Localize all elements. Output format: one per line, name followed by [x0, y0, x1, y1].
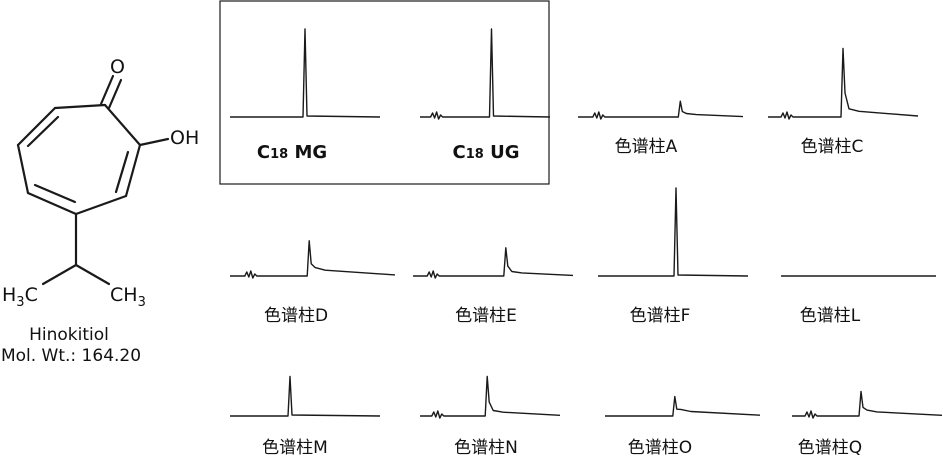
carbonyl-bond-outer [99, 74, 115, 106]
ring-bond-c1-c2 [103, 103, 142, 147]
chromatogram-label-e: 色谱柱E [455, 306, 517, 326]
chromatogram-trace-f [598, 187, 749, 277]
chromatogram-trace-o [605, 395, 761, 417]
carbonyl-bond-inner [107, 78, 123, 110]
chromatogram-e: 色谱柱E [413, 247, 574, 326]
chromatogram-trace-m [230, 375, 381, 417]
chromatogram-label-ug: C18 UG [453, 142, 520, 163]
ring-bond-c7-c1 [53, 103, 107, 110]
chromatogram-q: 色谱柱Q [792, 390, 943, 458]
chromatogram-trace-mg [230, 28, 381, 118]
ring-bond-c6-c7 [16, 106, 57, 147]
chromatogram-label-o: 色谱柱O [628, 438, 692, 458]
methyl-right-label: CH3 [110, 284, 146, 310]
ring-bond-c4-c5 [26, 191, 78, 216]
chromatogram-a: 色谱柱A [578, 100, 744, 157]
molecular-weight: Mol. Wt.: 164.20 [1, 346, 141, 366]
chromatogram-trace-q [792, 390, 943, 419]
chromatogram-mg: C18 MG [230, 28, 381, 163]
ring-bond-c5-c6 [16, 143, 30, 195]
chromatogram-grid: C18 MG C18 UG 色谱柱A 色谱柱C 色谱柱D 色谱柱E 色谱柱F 色谱柱L 色谱柱M… [230, 28, 943, 458]
chromatogram-label-l: 色谱柱L [800, 306, 861, 326]
chromatogram-o: 色谱柱O [605, 395, 761, 458]
chromatogram-d: 色谱柱D [230, 240, 396, 326]
ring-bond-c2-c3 [124, 143, 142, 198]
chromatogram-trace-c [768, 47, 919, 120]
isopropyl-left-bond [41, 263, 78, 286]
methyl-left-label: H3C [2, 284, 38, 310]
hinokitiol-structure: O OH H3C CH3 Hinokitiol Mol. Wt.: 164.20 [1, 56, 199, 366]
chromatogram-trace-e [413, 247, 574, 279]
chromatogram-label-m: 色谱柱M [262, 438, 328, 458]
isopropyl-right-bond [74, 263, 111, 286]
chromatogram-c: 色谱柱C [768, 47, 919, 157]
chromatogram-trace-d [230, 240, 396, 279]
chromatogram-n: 色谱柱N [420, 375, 561, 458]
chromatogram-trace-n [420, 375, 561, 419]
chromatogram-label-f: 色谱柱F [630, 306, 691, 326]
chromatogram-l: 色谱柱L [781, 275, 936, 326]
chromatogram-label-q: 色谱柱Q [798, 438, 862, 458]
hydroxyl-label: OH [170, 127, 199, 149]
chromatogram-trace-a [578, 100, 744, 120]
chromatogram-m: 色谱柱M [230, 375, 381, 458]
chromatogram-label-c: 色谱柱C [801, 137, 864, 157]
chromatogram-label-mg: C18 MG [257, 142, 327, 163]
compound-name: Hinokitiol [29, 325, 109, 345]
highlight-frame [219, 0, 550, 185]
ring-bond-c3-c4 [74, 194, 128, 216]
ring-bond-c2-c3-inner [114, 150, 130, 194]
chromatogram-label-a: 色谱柱A [615, 137, 678, 157]
chromatogram-f: 色谱柱F [598, 187, 749, 326]
ring-bond-c6-c7-inner [26, 115, 60, 148]
chromatogram-label-d: 色谱柱D [264, 306, 328, 326]
chromatogram-label-n: 色谱柱N [454, 438, 518, 458]
chromatogram-ug: C18 UG [420, 28, 551, 163]
chromatogram-trace-ug [420, 28, 551, 120]
ring-bond-c4-c5-inner [33, 183, 77, 204]
carbonyl-oxygen-label: O [110, 56, 125, 78]
hydroxyl-bond [138, 137, 170, 147]
